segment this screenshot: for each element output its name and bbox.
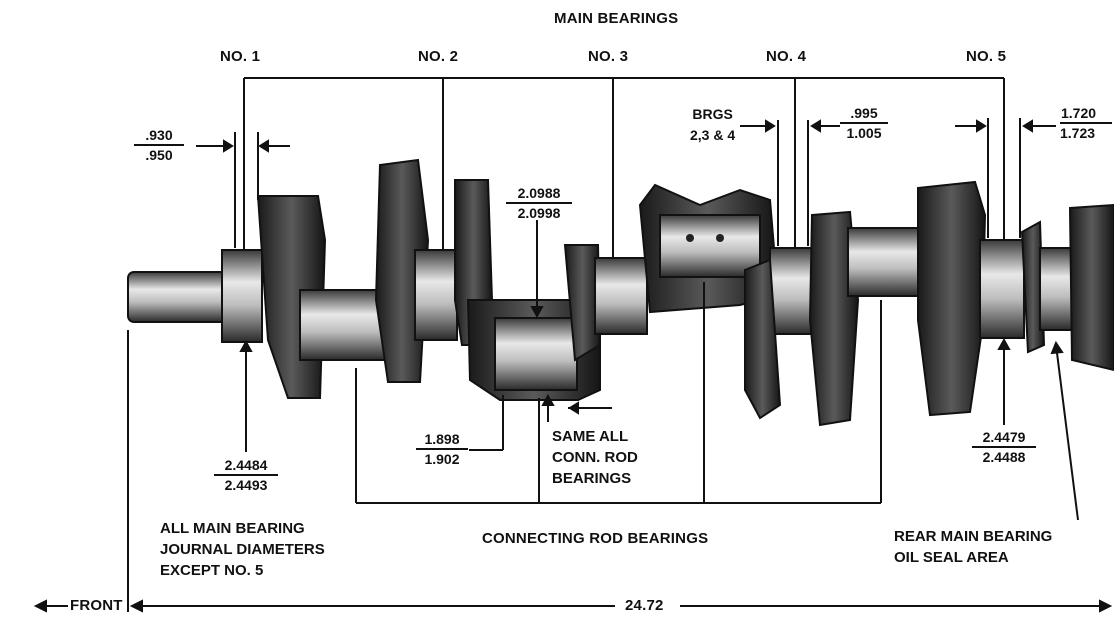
- dim-rod-journal: 2.0988 2.0998: [506, 184, 572, 222]
- main-bearings-bracket: [243, 77, 1005, 258]
- main-bearings-title: MAIN BEARINGS: [554, 10, 679, 27]
- dim-front-flange-top: .930: [134, 126, 184, 146]
- bearing-label-2: NO. 2: [418, 48, 459, 65]
- same-all-line2: CONN. ROD: [552, 449, 638, 466]
- connecting-rod-bearings-label: CONNECTING ROD BEARINGS: [482, 530, 709, 547]
- dim-front-flange: .930 .950: [134, 126, 184, 164]
- same-all-line3: BEARINGS: [552, 470, 632, 487]
- dim-rod-width-bottom: 1.902: [424, 451, 460, 467]
- dim-brgs-width-bottom: 1.005: [846, 125, 882, 141]
- brgs-234-label: BRGS 2,3 & 4: [690, 104, 735, 146]
- all-main-line1: ALL MAIN BEARING: [160, 520, 305, 537]
- brgs-234-line1: BRGS: [692, 106, 733, 122]
- dim-brgs-width: .995 1.005: [840, 104, 888, 142]
- dim-brgs-width-top: .995: [840, 104, 888, 124]
- dim-rear-width: 1.720 1.723: [1060, 104, 1112, 142]
- dim-front-flange-bottom: .950: [145, 147, 173, 163]
- dim-rear-width-top: 1.720: [1060, 104, 1112, 124]
- all-main-line3: EXCEPT NO. 5: [160, 562, 264, 579]
- all-main-line2: JOURNAL DIAMETERS: [160, 541, 325, 558]
- dim-main-diameter: 2.4484 2.4493: [214, 456, 278, 494]
- dim-rod-width-top: 1.898: [416, 430, 468, 450]
- front-label: FRONT: [70, 597, 123, 614]
- dim-main-diameter-bottom: 2.4493: [224, 477, 268, 493]
- brgs-234-line2: 2,3 & 4: [690, 127, 736, 143]
- all-main-bearing-note: ALL MAIN BEARING JOURNAL DIAMETERS EXCEP…: [160, 518, 325, 581]
- dim-rod-journal-bottom: 2.0998: [517, 205, 561, 221]
- dim-rear-diameter: 2.4479 2.4488: [972, 428, 1036, 466]
- connecting-rod-bracket: [355, 282, 882, 504]
- bearing-label-1: NO. 1: [220, 48, 261, 65]
- rear-main-seal-note: REAR MAIN BEARING OIL SEAL AREA: [894, 526, 1052, 568]
- bearing-label-3: NO. 3: [588, 48, 629, 65]
- dimension-leaders: [33, 118, 1113, 613]
- same-all-label: SAME ALL CONN. ROD BEARINGS: [552, 426, 638, 489]
- dim-rear-width-bottom: 1.723: [1060, 125, 1096, 141]
- bearing-label-4: NO. 4: [766, 48, 807, 65]
- dim-rear-diameter-bottom: 2.4488: [982, 449, 1026, 465]
- rear-main-line2: OIL SEAL AREA: [894, 549, 1009, 566]
- bearing-label-5: NO. 5: [966, 48, 1007, 65]
- rear-main-line1: REAR MAIN BEARING: [894, 528, 1053, 545]
- dim-main-diameter-top: 2.4484: [214, 456, 278, 476]
- dim-rear-diameter-top: 2.4479: [972, 428, 1036, 448]
- dim-rod-width: 1.898 1.902: [416, 430, 468, 468]
- dim-rod-journal-top: 2.0988: [506, 184, 572, 204]
- crankshaft: [127, 158, 1114, 427]
- same-all-line1: SAME ALL: [552, 428, 629, 445]
- overall-length-label: 24.72: [622, 597, 667, 614]
